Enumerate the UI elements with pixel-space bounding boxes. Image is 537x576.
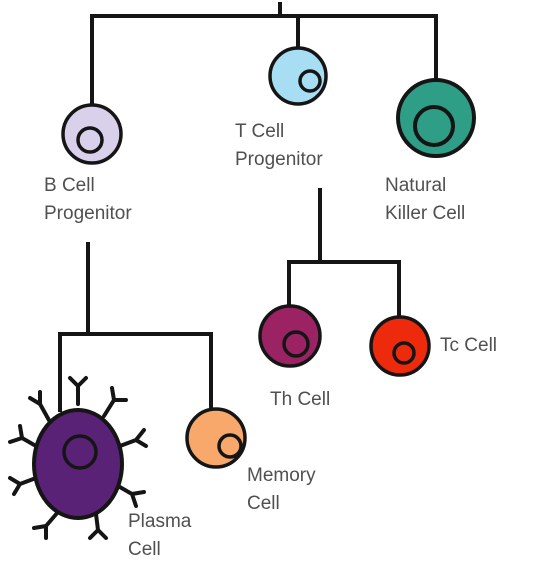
b-cell-progenitor-label: B Cell Progenitor xyxy=(44,172,132,228)
memory-cell-label-line2: Cell xyxy=(247,493,280,514)
natural-killer-cell-label-line2: Killer Cell xyxy=(385,203,466,224)
t-cell-progenitor-label-line1: T Cell xyxy=(235,121,285,142)
natural-killer-cell-icon xyxy=(396,78,476,158)
b-cell-progenitor-label-line1: B Cell xyxy=(44,175,95,196)
natural-killer-cell-label-line1: Natural xyxy=(385,175,447,196)
plasma-cell-label: Plasma Cell xyxy=(128,508,191,564)
th-cell-icon xyxy=(258,304,322,368)
antibody-spikes xyxy=(8,376,148,540)
plasma-cell-label-line2: Cell xyxy=(128,539,161,560)
th-cell-label-line1: Th Cell xyxy=(270,389,331,410)
memory-cell-label: Memory Cell xyxy=(247,462,316,518)
th-cell-label: Th Cell xyxy=(270,386,330,414)
t-cell-progenitor-label: T Cell Progenitor xyxy=(235,118,323,174)
plasma-cell-label-line1: Plasma xyxy=(128,511,192,532)
b-cell-progenitor-label-line2: Progenitor xyxy=(44,203,132,224)
natural-killer-cell-label: Natural Killer Cell xyxy=(385,172,465,228)
b-progenitor-branch xyxy=(58,242,213,412)
tc-cell-label-line1: Tc Cell xyxy=(440,335,498,356)
connector-lines xyxy=(58,2,438,412)
tc-cell-icon xyxy=(369,315,431,377)
memory-cell-icon xyxy=(185,407,247,469)
t-progenitor-branch xyxy=(287,188,401,320)
t-cell-progenitor-icon xyxy=(268,46,328,106)
t-cell-progenitor-label-line2: Progenitor xyxy=(235,149,323,170)
b-cell-progenitor-icon xyxy=(61,103,123,165)
plasma-cell-icon xyxy=(8,376,148,540)
memory-cell-label-line1: Memory xyxy=(247,465,316,486)
tc-cell-label: Tc Cell xyxy=(440,332,497,360)
